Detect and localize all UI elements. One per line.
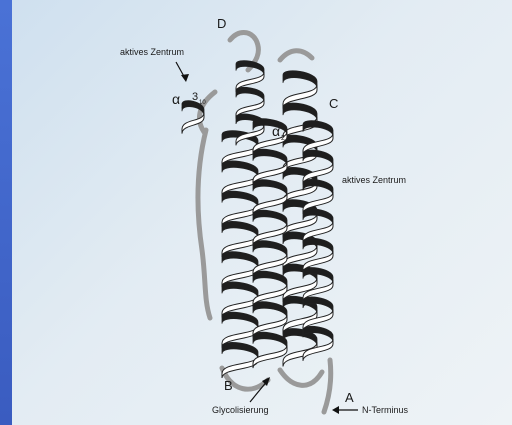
loop-n-terminus — [324, 360, 331, 412]
helix-c-right-turn-back — [303, 238, 333, 253]
helix-b-turn-back — [222, 252, 258, 268]
label-helix-c: C — [329, 96, 338, 111]
helix-a-turn-back — [283, 103, 317, 120]
helix-c-upper-turn-front — [236, 125, 264, 145]
helix-b-turn-back — [222, 342, 258, 358]
loop-top-right — [280, 51, 312, 60]
label-active-center-top: aktives Zentrum — [120, 47, 184, 57]
label-helix-a: A — [345, 390, 354, 405]
helices — [182, 61, 333, 378]
helix-d-turn-front — [253, 345, 287, 368]
helix-d-turn-back — [253, 302, 287, 318]
label-helix-b: B — [224, 378, 233, 393]
loop-glyco — [280, 370, 322, 385]
helix-d-turn-back — [253, 180, 287, 196]
helix-d-turn-back — [253, 271, 287, 287]
label-three-ten: 3 — [192, 91, 198, 103]
label-n-terminus: N-Terminus — [362, 405, 409, 415]
label-active-center-right: aktives Zentrum — [342, 175, 406, 185]
helix-d-turn-back — [253, 210, 287, 226]
helix-c-right — [303, 121, 333, 361]
helix-c-right-turn-back — [303, 268, 333, 283]
label-alpha1-sub: 1 — [181, 103, 185, 110]
helix-c-right-turn-front — [303, 339, 333, 361]
helix-b-turn-back — [222, 282, 258, 298]
helix-b-turn-back — [222, 221, 258, 237]
helix-b-turn-back — [222, 161, 258, 177]
arrowhead-active-center-top — [181, 74, 189, 82]
helix-b-turn-back — [222, 312, 258, 328]
helix-d-turn-back — [253, 241, 287, 257]
helix-d-turn-back — [253, 332, 287, 348]
loop-left-long — [198, 130, 210, 318]
arrowhead-n-terminus — [332, 406, 339, 414]
label-helix-d: D — [217, 16, 226, 31]
label-three-ten-sub: 10 — [199, 100, 206, 106]
helix-a-turn-front — [283, 342, 317, 366]
helix-a-turn-back — [283, 71, 317, 88]
label-alpha1: α — [172, 91, 180, 107]
helix-b-turn-back — [222, 191, 258, 207]
label-glycosylation: Glycolisierung — [212, 405, 269, 415]
helix-c-upper-turn-back — [236, 87, 264, 101]
helix-d — [253, 119, 287, 368]
label-alpha2-sub: 2 — [281, 135, 285, 142]
helix-d-turn-back — [253, 149, 287, 165]
label-alpha2: α — [272, 123, 280, 139]
loop-top-bd — [199, 92, 215, 132]
